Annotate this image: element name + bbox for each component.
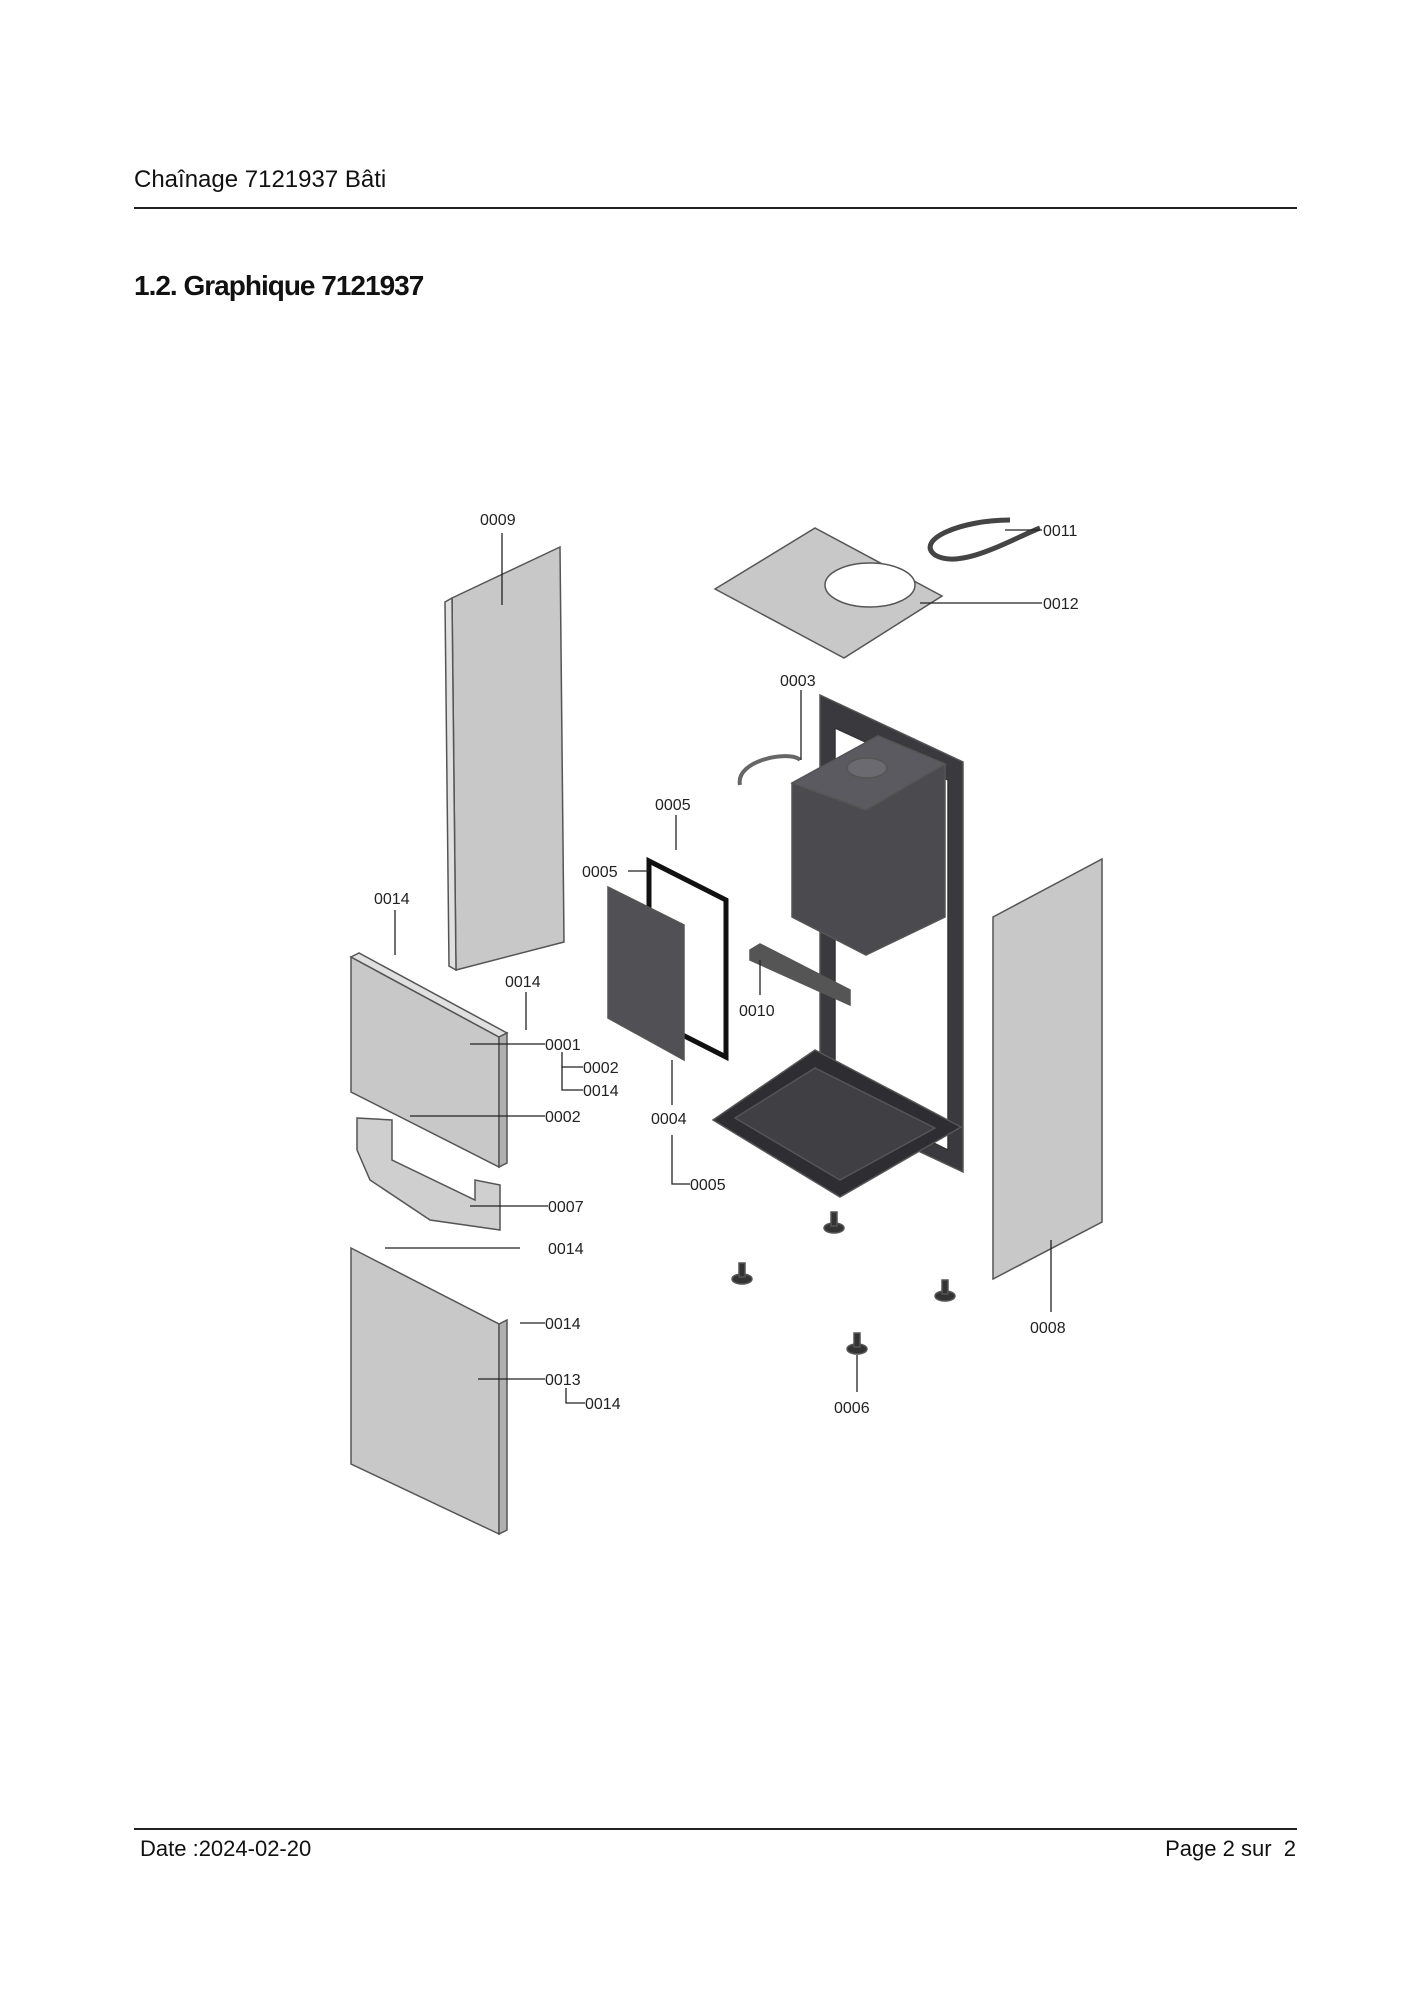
callout-0005: 0005 [690, 1177, 726, 1194]
section-title: 1.2. Graphique 7121937 [134, 270, 424, 301]
callout-0005: 0005 [655, 797, 691, 814]
callout-0002: 0002 [545, 1109, 581, 1126]
callout-0006: 0006 [834, 1400, 870, 1417]
callout-0012: 0012 [1043, 596, 1079, 613]
part-0006-feet [731, 1211, 956, 1355]
callout-0013: 0013 [545, 1372, 581, 1389]
callout-0014: 0014 [548, 1241, 584, 1258]
footer-date: Date :2024-02-20 [140, 1836, 312, 1861]
part-0004-inner-door [607, 885, 685, 1062]
part-0013-lower-panel [350, 1246, 500, 1536]
callout-0014: 0014 [583, 1083, 619, 1100]
callout-0014: 0014 [505, 974, 541, 991]
callout-0014: 0014 [585, 1396, 621, 1413]
callout-0011: 0011 [1043, 523, 1078, 540]
part-0009-side-panel [451, 545, 565, 971]
footer-page-number: Page 2 sur 2 [1165, 1836, 1296, 1861]
callout-0001: 0001 [545, 1037, 581, 1054]
part-0007-rail [356, 1117, 501, 1231]
callout-0014: 0014 [545, 1316, 581, 1333]
callout-0004: 0004 [651, 1111, 687, 1128]
callout-0010: 0010 [739, 1003, 775, 1020]
callout-0008: 0008 [1030, 1320, 1066, 1337]
leader-lines [385, 529, 1052, 1404]
callout-0003: 0003 [780, 673, 816, 690]
part-0011-handle [927, 517, 1041, 562]
callout-0005: 0005 [582, 864, 618, 881]
callout-0009: 0009 [480, 512, 516, 529]
header-divider [134, 207, 1297, 209]
part-0010-bracket [749, 943, 851, 1007]
footer-divider [134, 1828, 1297, 1830]
callout-0002: 0002 [583, 1060, 619, 1077]
document-header: Chaînage 7121937 Bâti [134, 166, 387, 193]
part-0008-side-panel [992, 857, 1103, 1281]
callout-0007: 0007 [548, 1199, 584, 1216]
callout-0014: 0014 [374, 891, 410, 908]
